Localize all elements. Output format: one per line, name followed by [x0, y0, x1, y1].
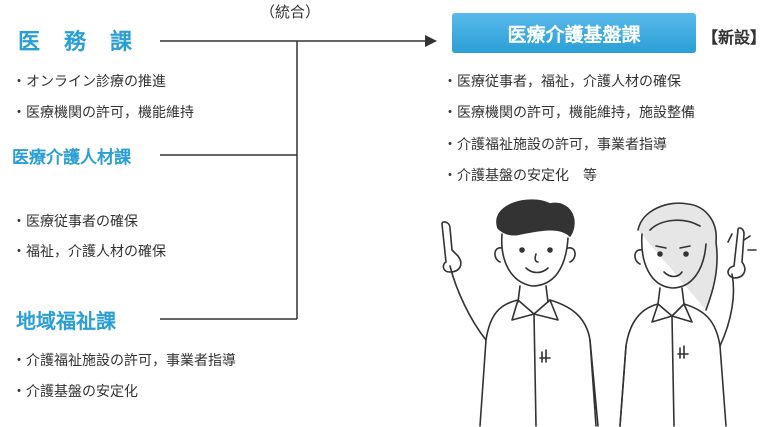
medical-staff-illustration	[441, 199, 757, 427]
arrow-head-icon	[425, 35, 437, 47]
dept-jinzai-bullet-1: ・医療従事者の確保	[12, 214, 138, 230]
dept-fukushi-bullet-2: ・介護基盤の安定化	[12, 384, 138, 400]
dept-jinzai-bullet-2: ・福祉，介護人材の確保	[12, 244, 166, 260]
new-dept-box: 医療介護基盤課	[452, 13, 696, 53]
dept-title-fukushi: 地域福祉課	[16, 309, 116, 333]
dept-title-jinzai: 医療介護人材課	[12, 148, 131, 168]
new-dept-bullet-3: ・介護福祉施設の許可，事業者指導	[443, 137, 667, 153]
dept-imu-bullet-2: ・医療機関の許可，機能維持	[12, 105, 194, 121]
new-dept-title: 医療介護基盤課	[507, 23, 641, 46]
dept-title-imu: 医 務 課	[18, 30, 134, 55]
male-staff-figure	[441, 199, 599, 427]
new-dept-bullet-4: ・介護基盤の安定化 等	[443, 168, 597, 184]
new-dept-tag: 【新設】	[702, 28, 767, 47]
dept-imu-bullet-1: ・オンライン診療の推進	[12, 74, 166, 90]
female-staff-figure	[619, 202, 757, 427]
new-dept-bullet-2: ・医療機関の許可，機能維持，施設整備	[443, 105, 695, 121]
dept-fukushi-bullet-1: ・介護福祉施設の許可，事業者指導	[12, 353, 236, 369]
new-dept-bullet-1: ・医療従事者，福祉，介護人材の確保	[443, 74, 681, 90]
merge-label: （統合）	[260, 3, 321, 21]
